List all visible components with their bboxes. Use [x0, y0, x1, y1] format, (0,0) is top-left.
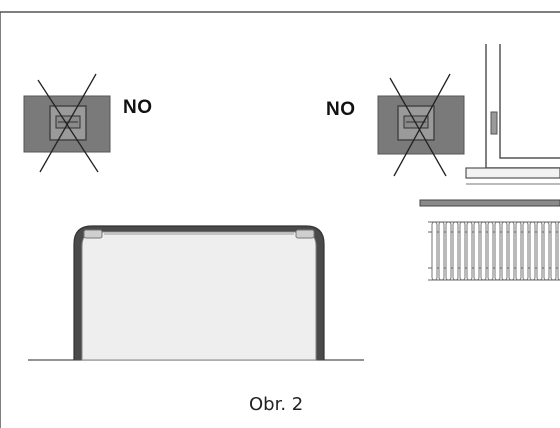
- panel-heater-icon: [28, 225, 364, 361]
- figure-caption: Obr. 2: [249, 394, 304, 415]
- radiator-fin: [480, 221, 487, 281]
- radiator-icon: [428, 221, 560, 281]
- figure-border: [0, 11, 560, 428]
- radiator-fin: [438, 221, 445, 281]
- radiator-fin: [473, 221, 480, 281]
- radiator-fin: [543, 221, 550, 281]
- crossed-out-thermostat-icon: [377, 73, 465, 177]
- window-frame-icon: [419, 44, 560, 207]
- radiator-fin: [466, 221, 473, 281]
- radiator-fin: [536, 221, 543, 281]
- radiator-fin: [445, 221, 452, 281]
- radiator-fin: [529, 221, 536, 281]
- radiator-fin: [515, 221, 522, 281]
- radiator-fin: [431, 221, 438, 281]
- radiator-fin: [501, 221, 508, 281]
- radiator-fin: [522, 221, 529, 281]
- radiator-fin: [508, 221, 515, 281]
- radiator-fin: [452, 221, 459, 281]
- radiator-fin: [459, 221, 466, 281]
- crossed-out-thermostat-icon: [23, 73, 111, 173]
- radiator-fin: [550, 221, 557, 281]
- radiator-fin: [494, 221, 501, 281]
- no-label: NO: [123, 97, 153, 118]
- radiator-fin: [487, 221, 494, 281]
- no-label: NO: [326, 99, 356, 120]
